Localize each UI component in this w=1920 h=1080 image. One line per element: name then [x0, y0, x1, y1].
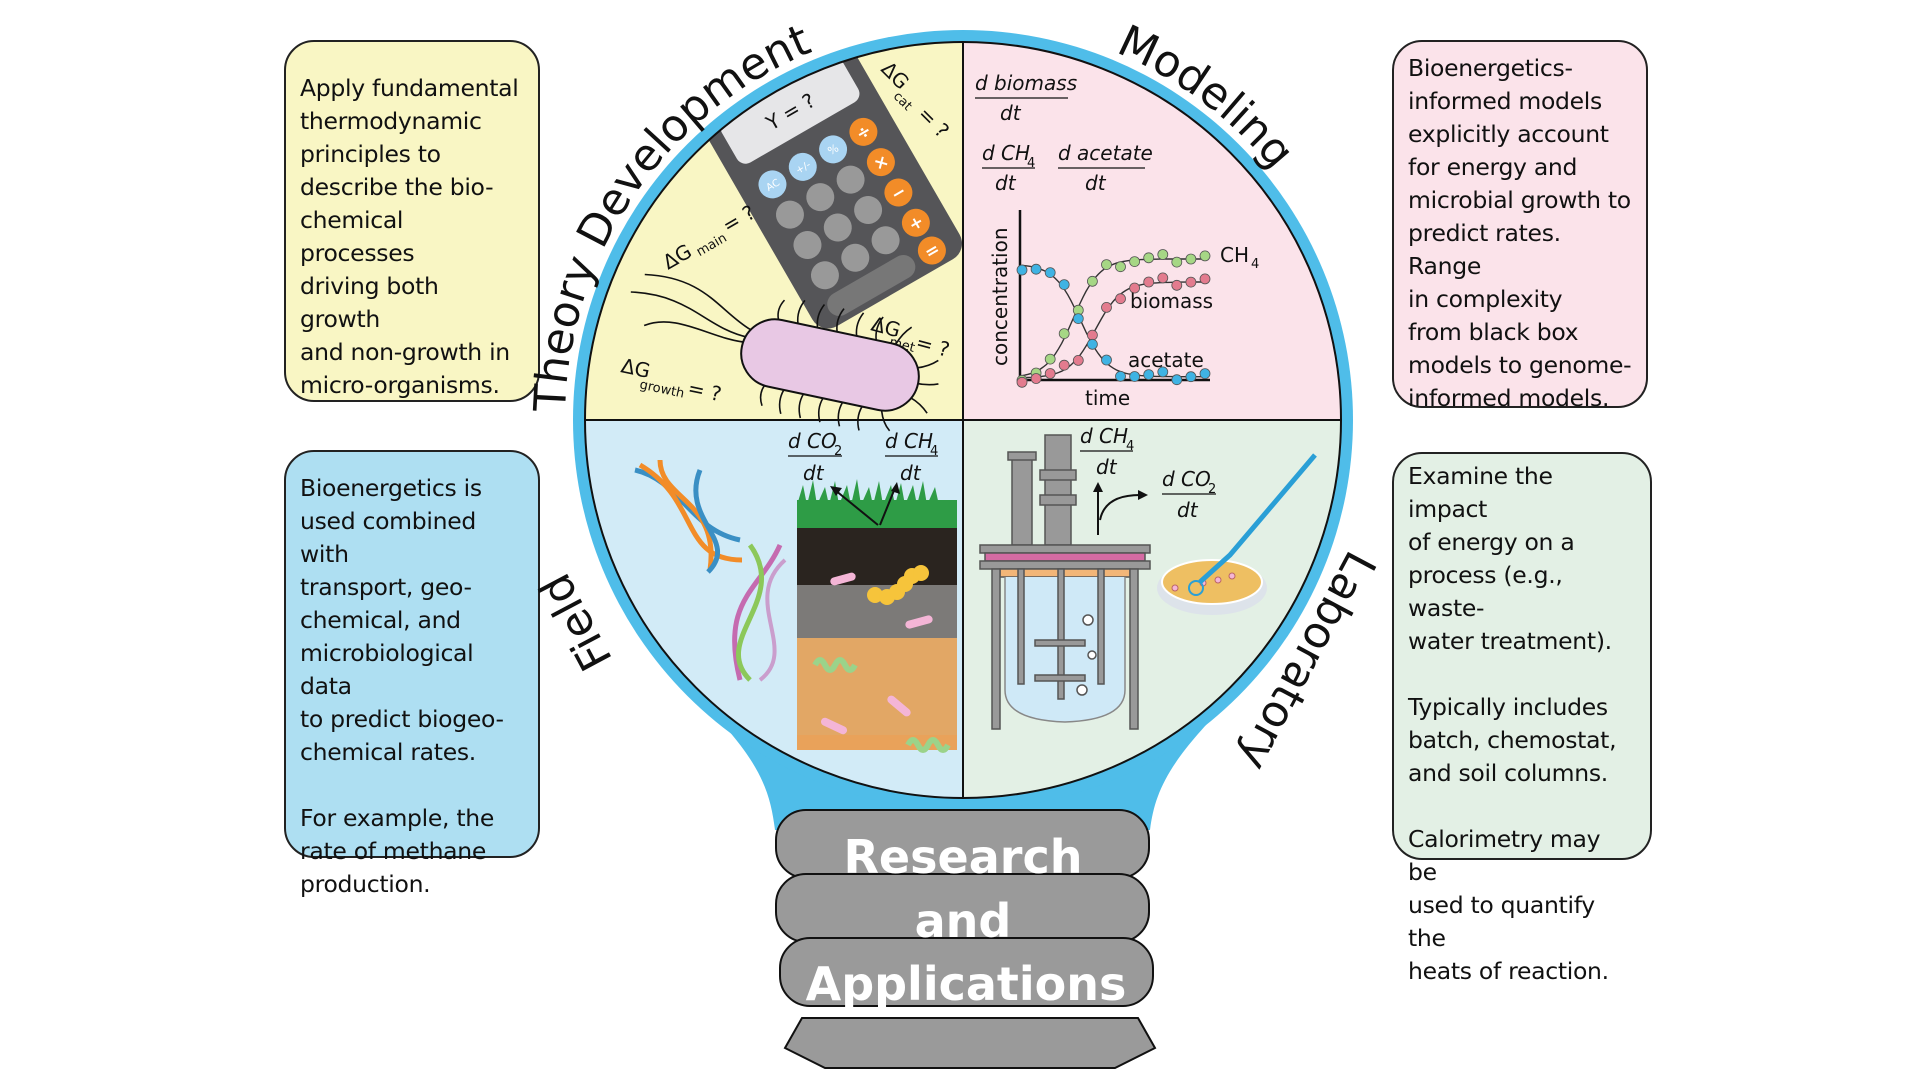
point-biomass	[1185, 276, 1197, 288]
point-acetate	[1143, 369, 1155, 381]
point-acetate	[1185, 371, 1197, 383]
svg-text:d CH: d CH	[982, 141, 1030, 165]
svg-text:d CH: d CH	[885, 429, 933, 453]
theory-description-box: Apply fundamental thermodynamic principl…	[284, 40, 540, 402]
svg-text:d acetate: d acetate	[1058, 141, 1153, 165]
field-description-text-1: Bioenergetics is used combined with tran…	[300, 474, 504, 766]
plot-ylabel: concentration	[988, 227, 1012, 366]
point-acetate	[1016, 264, 1028, 276]
soil-profile	[797, 479, 957, 753]
point-ch4	[1058, 328, 1070, 340]
svg-text:d CO: d CO	[788, 429, 837, 453]
point-ch4	[1185, 253, 1197, 265]
point-acetate	[1044, 267, 1056, 279]
svg-text:dt: dt	[803, 461, 825, 485]
arrow-lab-co2-icon	[1099, 494, 1141, 521]
field-description-box: Bioenergetics is used combined with tran…	[284, 450, 540, 898]
svg-text:2: 2	[1208, 482, 1216, 497]
point-biomass	[1087, 329, 1098, 341]
point-biomass	[1058, 359, 1070, 371]
point-acetate	[1030, 263, 1042, 275]
point-acetate	[1058, 279, 1070, 291]
theory-description-text: Apply fundamental thermodynamic principl…	[300, 74, 519, 399]
bacterium-icon	[630, 273, 939, 432]
label-ch4-sub: 4	[1251, 257, 1259, 272]
bioreactor-icon	[979, 434, 1151, 730]
point-ch4	[1129, 256, 1140, 268]
point-acetate	[1072, 313, 1084, 325]
point-acetate	[1199, 368, 1211, 380]
svg-text:4: 4	[1027, 156, 1035, 171]
svg-text:dt: dt	[1085, 171, 1107, 195]
plot-points	[1016, 249, 1211, 388]
laboratory-description-text-3: Calorimetry may be used to quantify the …	[1408, 825, 1609, 985]
plot-xlabel: time	[1085, 386, 1130, 410]
point-ch4	[1044, 353, 1056, 365]
modeling-equations: d biomass dt d CH 4 dt d acetate dt	[975, 71, 1153, 195]
point-biomass	[1044, 368, 1056, 379]
label-ch4: CH	[1220, 243, 1249, 267]
point-biomass	[1101, 301, 1112, 313]
point-biomass	[1129, 282, 1140, 294]
calculator-icon: Y = ? AC +/- % ÷ × − + =	[702, 42, 963, 329]
svg-text:dt: dt	[1096, 455, 1118, 479]
point-biomass	[1199, 273, 1211, 285]
point-biomass	[1143, 276, 1155, 288]
laboratory-description-box: Examine the impact of energy on a proces…	[1392, 452, 1652, 985]
svg-text:d CO: d CO	[1162, 467, 1211, 491]
svg-text:4: 4	[1126, 439, 1134, 454]
laboratory-description-text-2: Typically includes batch, chemostat, and…	[1408, 693, 1617, 787]
laboratory-description-text-1: Examine the impact of energy on a proces…	[1408, 462, 1612, 655]
svg-text:4: 4	[930, 444, 938, 459]
svg-text:dt: dt	[995, 171, 1017, 195]
point-ch4	[1171, 256, 1183, 268]
point-biomass	[1157, 272, 1169, 284]
point-biomass	[1115, 293, 1126, 305]
svg-text:dt: dt	[1000, 101, 1022, 125]
inner-circle-outline	[584, 41, 1342, 799]
point-acetate	[1087, 338, 1098, 350]
point-biomass	[1072, 354, 1084, 366]
field-description-text-2: For example, the rate of methane product…	[300, 804, 495, 898]
base-text-research: Research	[844, 830, 1083, 884]
concentration-plot: concentration time CH 4 biomass acetate	[988, 210, 1259, 410]
dna-helix-icon-2	[732, 543, 787, 682]
arrow-co2-icon	[834, 489, 879, 526]
bulb-base: Research and Applications	[775, 809, 1157, 1069]
base-text-applications: Applications	[806, 957, 1127, 1011]
dna-helix-icon-1	[634, 459, 743, 574]
point-ch4	[1157, 249, 1169, 260]
petri-dish-icon	[1157, 453, 1317, 615]
point-acetate	[1129, 371, 1140, 382]
point-acetate	[1157, 366, 1169, 378]
label-acetate: acetate	[1128, 348, 1204, 372]
modeling-description-text: Bioenergetics- informed models explicitl…	[1408, 54, 1632, 412]
point-acetate	[1115, 370, 1126, 382]
modeling-description-box: Bioenergetics- informed models explicitl…	[1392, 40, 1648, 412]
point-ch4	[1143, 252, 1155, 264]
base-text-and: and	[915, 894, 1012, 948]
point-acetate	[1171, 374, 1183, 386]
point-ch4	[1115, 261, 1126, 273]
svg-text:d CH: d CH	[1080, 424, 1128, 448]
svg-text:d biomass: d biomass	[975, 71, 1077, 95]
field-equations: d CO 2 dt d CH 4 dt	[788, 429, 938, 526]
svg-text:dt: dt	[1177, 498, 1199, 522]
label-biomass: biomass	[1130, 289, 1213, 313]
point-acetate	[1101, 354, 1112, 366]
point-biomass	[1030, 373, 1042, 384]
point-ch4	[1199, 250, 1211, 262]
svg-text:dt: dt	[900, 461, 922, 485]
svg-text:2: 2	[834, 444, 842, 459]
arrow-ch4-icon	[879, 487, 896, 526]
inoculation-loop-icon	[1198, 453, 1317, 584]
svg-text:ΔG: ΔG	[619, 353, 653, 383]
lab-equations: d CH 4 dt d CO 2 dt	[1080, 424, 1216, 535]
point-biomass	[1016, 376, 1028, 388]
point-ch4	[1087, 275, 1098, 287]
point-biomass	[1171, 279, 1183, 291]
point-ch4	[1101, 259, 1112, 271]
